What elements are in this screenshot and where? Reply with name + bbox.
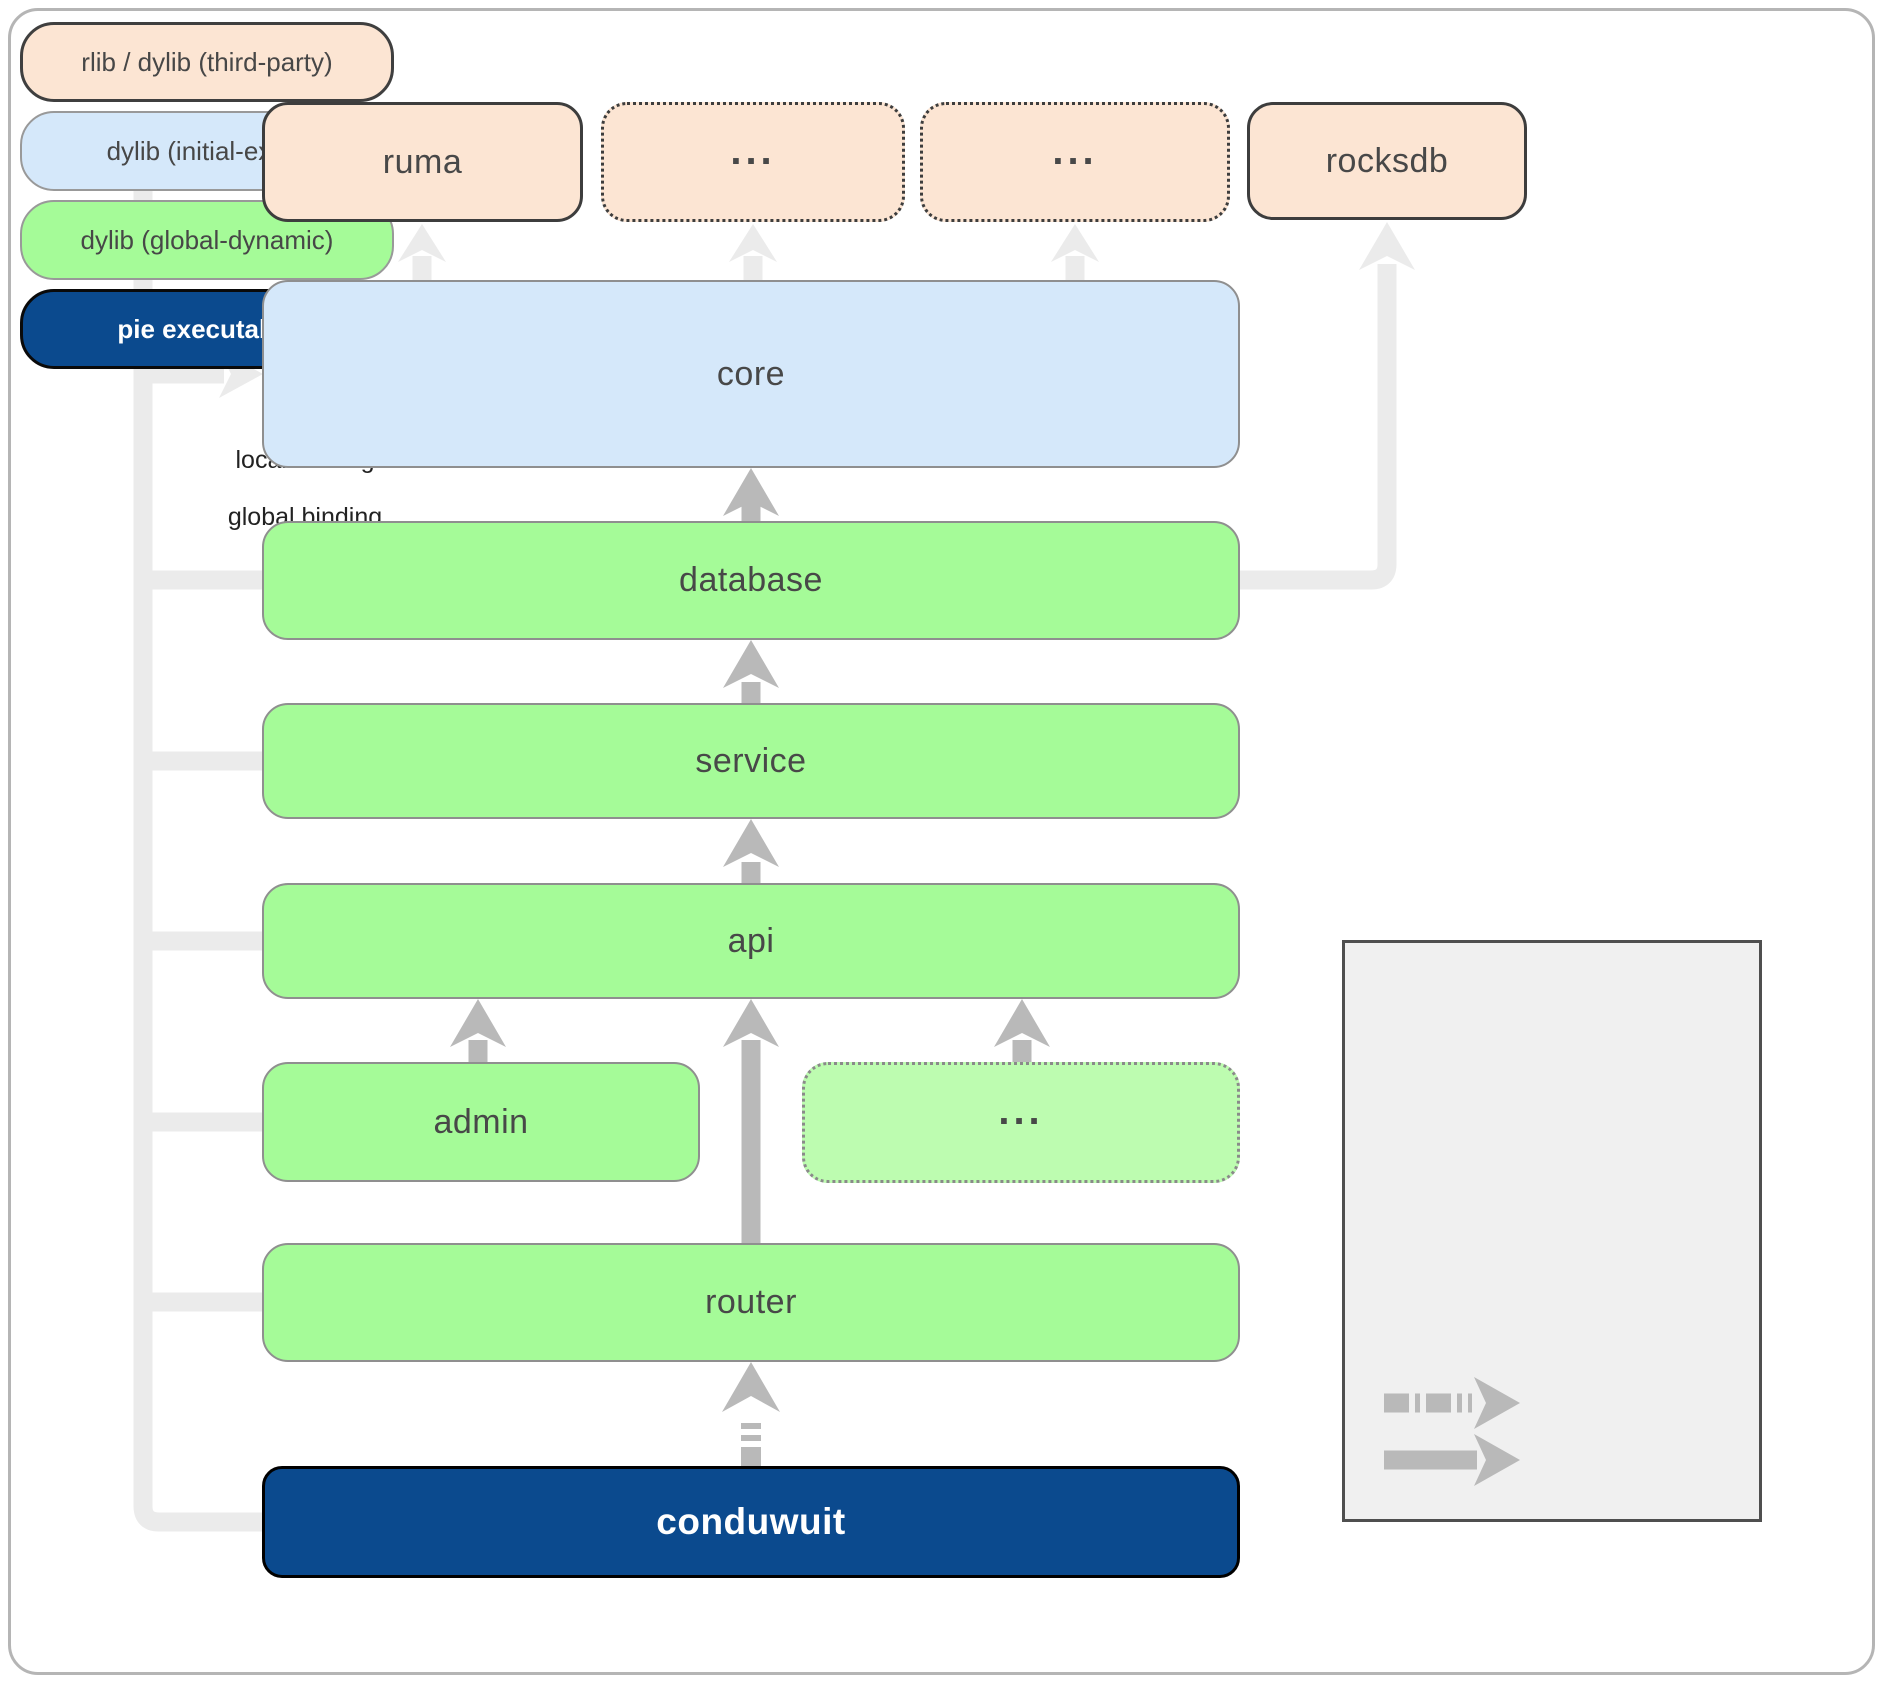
node-third-party-more-1: ... <box>601 102 905 222</box>
legend-local-binding-arrowhead <box>1474 1377 1520 1429</box>
node-label: conduwuit <box>656 1501 846 1542</box>
node-label: admin <box>433 1102 529 1141</box>
edge-database-rocksdb <box>1236 264 1397 590</box>
arrowhead-crates-api <box>994 999 1050 1047</box>
legend-item-label: dylib (global-dynamic) <box>80 224 334 255</box>
node-label: ruma <box>382 142 463 181</box>
node-label: ... <box>1052 128 1098 173</box>
node-rocksdb: rocksdb <box>1247 102 1527 220</box>
node-admin: admin <box>262 1062 700 1182</box>
arrowhead-database-core <box>723 468 779 516</box>
node-label: service <box>695 741 807 780</box>
arrowhead-api-service <box>723 819 779 867</box>
node-crates-more: ... <box>802 1062 1240 1183</box>
legend-panel <box>1342 940 1762 1522</box>
node-label: router <box>705 1283 797 1321</box>
node-label: ... <box>998 1089 1044 1133</box>
node-api: api <box>262 883 1240 999</box>
arrowhead-into-rocksdb <box>1359 222 1415 270</box>
node-label: ... <box>730 128 776 173</box>
node-label: core <box>716 354 786 393</box>
legend-item-label: rlib / dylib (third-party) <box>81 46 333 77</box>
node-service: service <box>262 703 1240 819</box>
node-label: rocksdb <box>1325 141 1449 180</box>
node-label: api <box>727 921 775 960</box>
arrowhead-core-third-party-2 <box>1051 224 1099 262</box>
legend-global-binding-arrowhead <box>1474 1434 1520 1486</box>
node-core: core <box>262 280 1240 468</box>
legend-item-third-party: rlib / dylib (third-party) <box>20 22 394 102</box>
arrowhead-conduwuit-router <box>722 1362 780 1412</box>
arrowhead-router-api <box>723 999 779 1047</box>
node-router: router <box>262 1243 1240 1362</box>
arrowhead-core-third-party-1 <box>729 224 777 262</box>
arrowhead-admin-api <box>450 999 506 1047</box>
node-third-party-more-2: ... <box>920 102 1230 222</box>
node-label: database <box>679 561 823 599</box>
arrowhead-service-database <box>723 640 779 688</box>
legend-item-global-dynamic: dylib (global-dynamic) <box>20 200 394 280</box>
node-conduwuit: conduwuit <box>262 1466 1240 1578</box>
node-database: database <box>262 521 1240 640</box>
arrowhead-core-ruma <box>398 224 446 262</box>
node-ruma: ruma <box>262 102 583 222</box>
